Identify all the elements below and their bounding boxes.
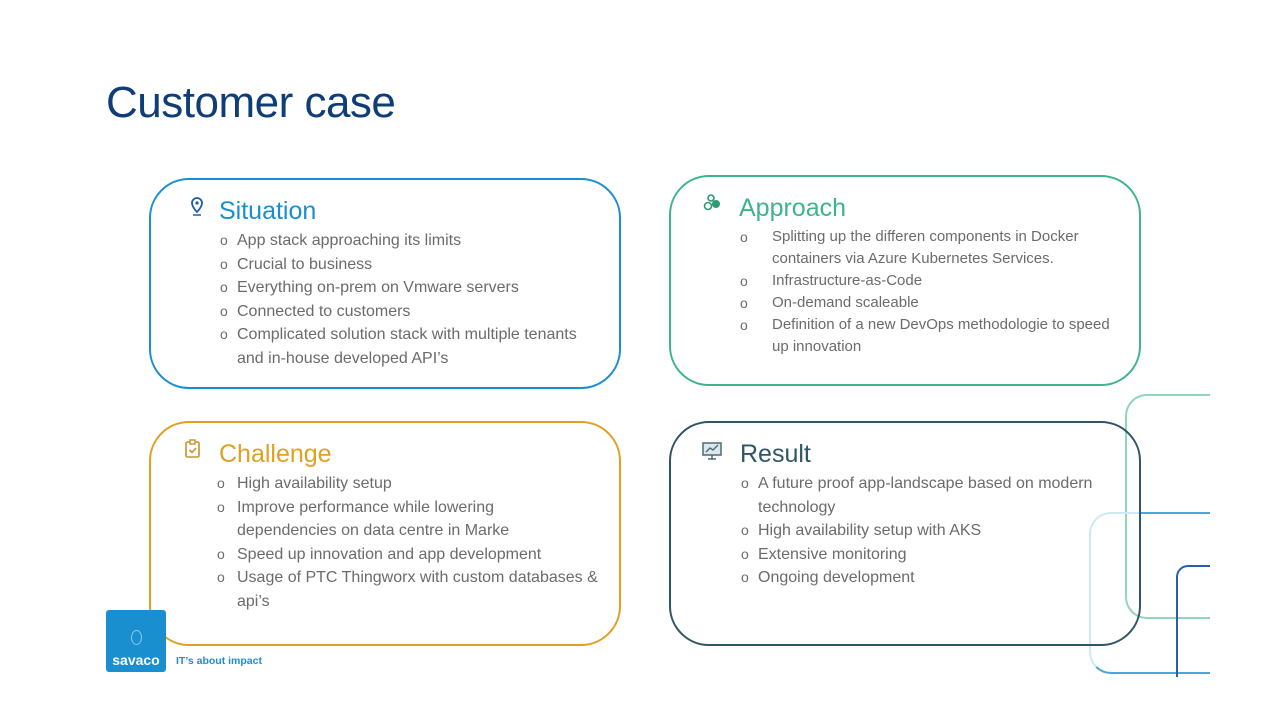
situation-card — [149, 178, 621, 389]
decorative-line-navy — [1176, 565, 1210, 677]
approach-card — [669, 175, 1141, 386]
map-pin-icon — [191, 197, 203, 216]
page-title: Customer case — [106, 78, 396, 127]
challenge-title: Challenge — [219, 440, 332, 468]
monitor-chart-icon — [702, 442, 722, 460]
result-title: Result — [740, 440, 811, 468]
decorative-line-green — [1125, 394, 1210, 619]
approach-title: Approach — [739, 194, 847, 222]
tagline: IT’s about impact — [176, 655, 262, 667]
result-card — [669, 421, 1141, 646]
situation-title: Situation — [219, 197, 317, 225]
circles-icon — [703, 194, 720, 211]
clipboard-check-icon — [185, 439, 200, 458]
savaco-logo: savaco — [106, 610, 166, 672]
decorative-line-blue — [1141, 512, 1210, 514]
challenge-card — [149, 421, 621, 646]
